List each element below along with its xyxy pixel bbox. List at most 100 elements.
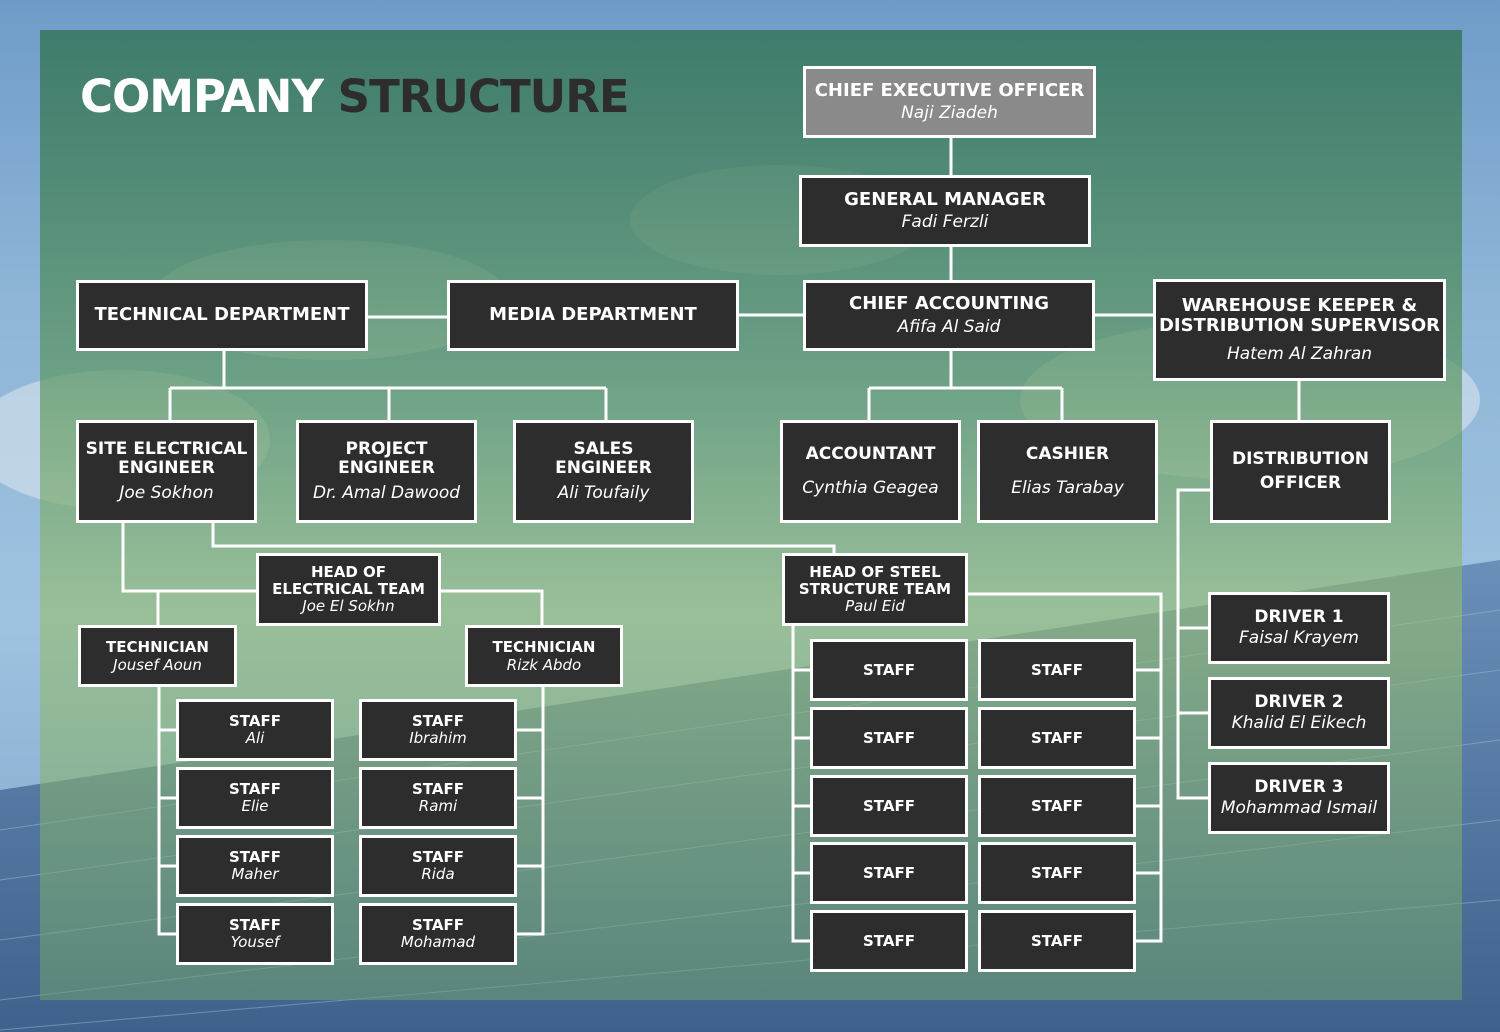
- staff-role: STAFF: [1031, 863, 1083, 882]
- staff-role: STAFF: [863, 728, 915, 747]
- distribution-officer-role-line2: OFFICER: [1259, 472, 1342, 493]
- steel-staff-box: STAFF: [978, 842, 1136, 904]
- staff-role: STAFF: [412, 780, 464, 799]
- staff-box: STAFF Ibrahim: [359, 699, 517, 761]
- site-engineer-name: Joe Sokhon: [119, 483, 214, 504]
- ceo-box: CHIEF EXECUTIVE OFFICER Naji Ziadeh: [803, 66, 1096, 138]
- chief-accounting-role: CHIEF ACCOUNTING: [849, 293, 1049, 315]
- driver-name: Khalid El Eikech: [1231, 713, 1367, 733]
- staff-name: Maher: [231, 865, 279, 883]
- driver-box: DRIVER 1 Faisal Krayem: [1208, 592, 1390, 664]
- staff-name: Rida: [421, 865, 455, 883]
- project-engineer-role-line1: PROJECT: [345, 438, 428, 459]
- head-electrical-role-line2: ELECTRICAL TEAM: [272, 579, 425, 598]
- chief-accounting-name: Afifa Al Said: [897, 316, 1001, 337]
- steel-staff-box: STAFF: [978, 775, 1136, 837]
- head-steel-role-line2: STRUCTURE TEAM: [798, 579, 952, 598]
- steel-staff-box: STAFF: [810, 842, 968, 904]
- sales-engineer-name: Ali Toufaily: [557, 483, 650, 504]
- staff-name: Rami: [418, 797, 458, 815]
- staff-role: STAFF: [863, 863, 915, 882]
- driver-box: DRIVER 2 Khalid El Eikech: [1208, 677, 1390, 749]
- title-part1: COMPANY: [80, 70, 324, 123]
- steel-staff-box: STAFF: [810, 707, 968, 769]
- head-steel-role-line1: HEAD OF STEEL: [809, 562, 941, 581]
- technical-department-box: TECHNICAL DEPARTMENT: [76, 280, 368, 351]
- staff-role: STAFF: [229, 848, 281, 867]
- steel-staff-box: STAFF: [810, 910, 968, 972]
- staff-role: STAFF: [412, 916, 464, 935]
- sales-engineer-role-line2: ENGINEER: [555, 457, 652, 478]
- head-steel-name: Paul Eid: [845, 597, 905, 616]
- staff-role: STAFF: [229, 780, 281, 799]
- staff-box: STAFF Rida: [359, 835, 517, 897]
- gm-role: GENERAL MANAGER: [844, 188, 1046, 210]
- staff-name: Ali: [245, 729, 265, 747]
- accountant-name: Cynthia Geagea: [802, 477, 939, 498]
- page-title: COMPANY STRUCTURE: [80, 70, 630, 123]
- staff-role: STAFF: [1031, 660, 1083, 679]
- technical-department-label: TECHNICAL DEPARTMENT: [94, 304, 350, 326]
- head-steel-structure-box: HEAD OF STEEL STRUCTURE TEAM Paul Eid: [782, 553, 968, 626]
- steel-staff-box: STAFF: [810, 775, 968, 837]
- project-engineer-role-line2: ENGINEER: [338, 457, 435, 478]
- staff-role: STAFF: [1031, 796, 1083, 815]
- staff-role: STAFF: [412, 848, 464, 867]
- cashier-role: CASHIER: [1025, 444, 1110, 465]
- sales-engineer-box: SALES ENGINEER Ali Toufaily: [513, 420, 694, 523]
- staff-box: STAFF Mohamad: [359, 903, 517, 965]
- warehouse-keeper-box: WAREHOUSE KEEPER & DISTRIBUTION SUPERVIS…: [1153, 279, 1446, 381]
- technician-left-name: Jousef Aoun: [113, 655, 202, 674]
- staff-box: STAFF Elie: [176, 767, 334, 829]
- ceo-role: CHIEF EXECUTIVE OFFICER: [814, 79, 1085, 101]
- site-engineer-role-line1: SITE ELECTRICAL: [85, 438, 248, 459]
- staff-role: STAFF: [863, 931, 915, 950]
- technician-left-role: TECHNICIAN: [106, 637, 209, 656]
- head-electrical-name: Joe El Sokhn: [302, 597, 395, 616]
- site-electrical-engineer-box: SITE ELECTRICAL ENGINEER Joe Sokhon: [76, 420, 257, 523]
- driver-box: DRIVER 3 Mohammad Ismail: [1208, 762, 1390, 834]
- gm-box: GENERAL MANAGER Fadi Ferzli: [799, 175, 1091, 247]
- staff-name: Elie: [241, 797, 269, 815]
- accountant-role: ACCOUNTANT: [805, 444, 936, 465]
- head-electrical-team-box: HEAD OF ELECTRICAL TEAM Joe El Sokhn: [256, 553, 441, 626]
- staff-box: STAFF Maher: [176, 835, 334, 897]
- driver-role: DRIVER 1: [1254, 606, 1344, 627]
- staff-role: STAFF: [412, 712, 464, 731]
- cashier-name: Elias Tarabay: [1011, 477, 1124, 498]
- staff-box: STAFF Yousef: [176, 903, 334, 965]
- staff-name: Ibrahim: [409, 729, 467, 747]
- staff-box: STAFF Ali: [176, 699, 334, 761]
- staff-role: STAFF: [863, 796, 915, 815]
- gm-name: Fadi Ferzli: [901, 212, 989, 233]
- staff-name: Yousef: [230, 933, 280, 951]
- staff-role: STAFF: [863, 660, 915, 679]
- steel-staff-box: STAFF: [978, 707, 1136, 769]
- steel-staff-box: STAFF: [810, 639, 968, 701]
- project-engineer-name: Dr. Amal Dawood: [312, 483, 461, 504]
- technician-left-box: TECHNICIAN Jousef Aoun: [78, 625, 237, 687]
- steel-staff-box: STAFF: [978, 910, 1136, 972]
- head-electrical-role-line1: HEAD OF: [310, 562, 387, 581]
- ceo-name: Naji Ziadeh: [901, 103, 998, 124]
- driver-name: Mohammad Ismail: [1220, 798, 1378, 818]
- media-department-label: MEDIA DEPARTMENT: [489, 304, 697, 326]
- driver-role: DRIVER 2: [1254, 691, 1344, 712]
- sales-engineer-role-line1: SALES: [573, 438, 634, 459]
- warehouse-name: Hatem Al Zahran: [1226, 343, 1373, 364]
- steel-staff-box: STAFF: [978, 639, 1136, 701]
- technician-right-role: TECHNICIAN: [492, 637, 596, 656]
- staff-role: STAFF: [229, 916, 281, 935]
- chief-accounting-box: CHIEF ACCOUNTING Afifa Al Said: [803, 280, 1095, 351]
- media-department-box: MEDIA DEPARTMENT: [447, 280, 739, 351]
- driver-name: Faisal Krayem: [1239, 628, 1359, 648]
- staff-box: STAFF Rami: [359, 767, 517, 829]
- cashier-box: CASHIER Elias Tarabay: [977, 420, 1158, 523]
- accountant-box: ACCOUNTANT Cynthia Geagea: [780, 420, 961, 523]
- staff-role: STAFF: [1031, 931, 1083, 950]
- warehouse-role-line1: WAREHOUSE KEEPER &: [1181, 295, 1418, 317]
- technician-right-box: TECHNICIAN Rizk Abdo: [465, 625, 623, 687]
- technician-right-name: Rizk Abdo: [506, 655, 582, 674]
- staff-role: STAFF: [1031, 728, 1083, 747]
